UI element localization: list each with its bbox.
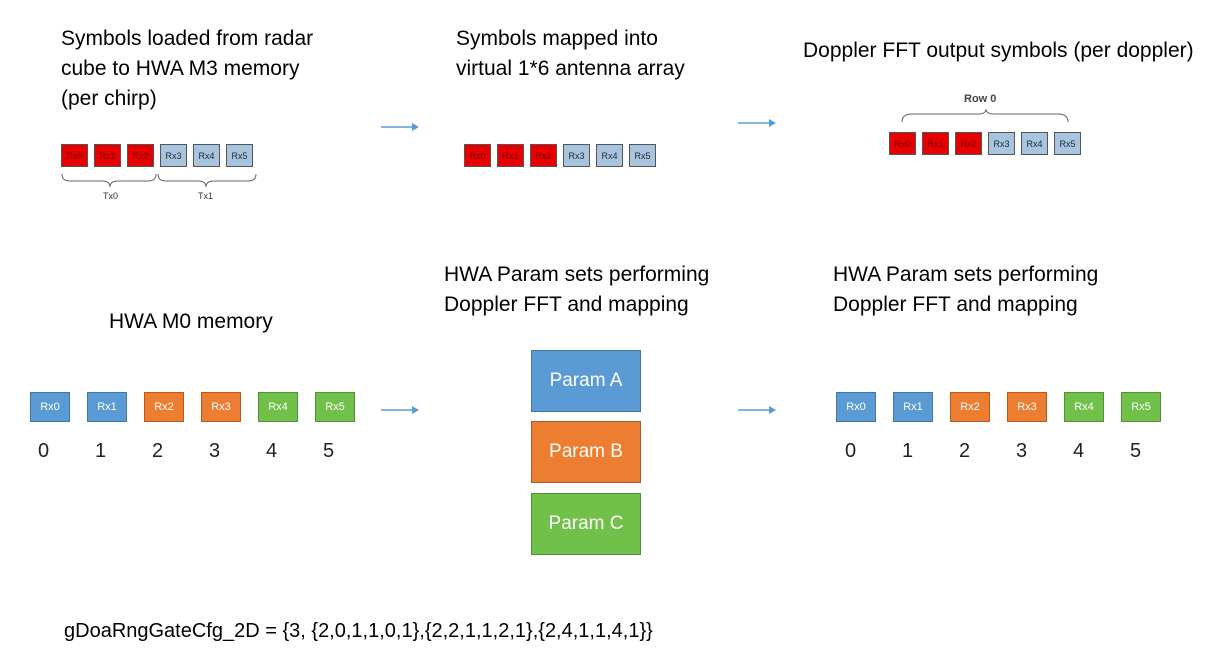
- m0-cell-rx2: Rx2: [144, 392, 184, 422]
- panel1-heading-line2: cube to HWA M3 memory: [61, 57, 300, 80]
- m0-cell-rx3: Rx3: [201, 392, 241, 422]
- panel2-cell-rx1: Rx1: [497, 144, 524, 167]
- panel2-cell-row: Rx0 Rx1 Rx2 Rx3 Rx4 Rx5: [464, 144, 656, 167]
- output-cell-rx2: Rx2: [950, 392, 990, 422]
- panel1-cell-rx0: Rx0: [61, 144, 88, 167]
- m0-cell-rx5: Rx5: [315, 392, 355, 422]
- m0-index-2: 2: [152, 440, 164, 462]
- panel1-group-braces: [61, 173, 257, 188]
- panel2-heading: Symbols mapped into virtual 1*6 antenna …: [456, 24, 685, 84]
- panel2-heading-line1: Symbols mapped into: [456, 27, 658, 50]
- panel1-heading: Symbols loaded from radar cube to HWA M3…: [61, 24, 313, 114]
- arrow-2: [738, 119, 776, 127]
- panel3-cell-rx4: Rx4: [1021, 132, 1048, 155]
- panel2-cell-rx3: Rx3: [563, 144, 590, 167]
- param-a-box: Param A: [531, 350, 641, 412]
- panel3-cell-rx1: Rx1: [922, 132, 949, 155]
- m0-index-4: 4: [266, 440, 278, 462]
- m0-cell-rx0: Rx0: [30, 392, 70, 422]
- output-index-4: 4: [1073, 440, 1085, 462]
- panel1-cell-rx5: Rx5: [226, 144, 253, 167]
- panel1-cell-rx3: Rx3: [160, 144, 187, 167]
- m0-cell-row: Rx0 Rx1 Rx2 Rx3 Rx4 Rx5: [30, 392, 355, 422]
- panel3-cell-rx2: Rx2: [955, 132, 982, 155]
- param-sets-heading: HWA Param sets performing Doppler FFT an…: [444, 260, 709, 320]
- m0-index-row: 0 1 2 3 4 5: [38, 439, 380, 463]
- output-index-5: 5: [1130, 440, 1142, 462]
- panel1-heading-line3: (per chirp): [61, 87, 157, 110]
- output-heading: HWA Param sets performing Doppler FFT an…: [833, 260, 1098, 320]
- output-index-row: 0 1 2 3 4 5: [845, 439, 1187, 463]
- panel2-cell-rx4: Rx4: [596, 144, 623, 167]
- output-index-2: 2: [959, 440, 971, 462]
- panel2-cell-rx0: Rx0: [464, 144, 491, 167]
- panel2-heading-line2: virtual 1*6 antenna array: [456, 57, 685, 80]
- panel3-cell-rx3: Rx3: [988, 132, 1015, 155]
- arrow-3: [381, 406, 419, 414]
- panel1-cell-row: Rx0 Rx1 Rx2 Rx3 Rx4 Rx5: [61, 144, 253, 167]
- output-index-3: 3: [1016, 440, 1028, 462]
- panel2-cell-rx5: Rx5: [629, 144, 656, 167]
- param-sets-heading-line1: HWA Param sets performing: [444, 263, 710, 286]
- output-cell-row: Rx0 Rx1 Rx2 Rx3 Rx4 Rx5: [836, 392, 1161, 422]
- panel3-heading: Doppler FFT output symbols (per doppler): [803, 36, 1194, 66]
- m0-index-5: 5: [323, 440, 335, 462]
- param-c-box: Param C: [531, 493, 641, 555]
- output-heading-line1: HWA Param sets performing: [833, 263, 1099, 286]
- m0-index-0: 0: [38, 440, 50, 462]
- row0-label: Row 0: [964, 93, 997, 105]
- panel3-heading-line1: Doppler FFT output symbols (per doppler): [803, 39, 1194, 62]
- tx1-brace: [157, 173, 257, 188]
- output-index-0: 0: [845, 440, 857, 462]
- panel1-heading-line1: Symbols loaded from radar: [61, 27, 314, 50]
- output-cell-rx5: Rx5: [1121, 392, 1161, 422]
- m0-cell-rx1: Rx1: [87, 392, 127, 422]
- arrow-4: [738, 406, 776, 414]
- param-b-box: Param B: [531, 421, 641, 483]
- tx1-label: Tx1: [198, 191, 214, 201]
- row0-brace: [901, 108, 1069, 123]
- tx0-label: Tx0: [103, 191, 119, 201]
- panel3-cell-row: Rx0 Rx1 Rx2 Rx3 Rx4 Rx5: [889, 132, 1081, 155]
- arrow-1: [381, 123, 419, 131]
- m0-index-1: 1: [95, 440, 107, 462]
- m0-cell-rx4: Rx4: [258, 392, 298, 422]
- m0-memory-heading: HWA M0 memory: [109, 310, 273, 333]
- param-sets-heading-line2: Doppler FFT and mapping: [444, 293, 689, 316]
- output-cell-rx4: Rx4: [1064, 392, 1104, 422]
- panel3-cell-rx0: Rx0: [889, 132, 916, 155]
- m0-index-3: 3: [209, 440, 221, 462]
- output-index-1: 1: [902, 440, 914, 462]
- panel2-cell-rx2: Rx2: [530, 144, 557, 167]
- output-cell-rx3: Rx3: [1007, 392, 1047, 422]
- panel1-cell-rx1: Rx1: [94, 144, 121, 167]
- panel1-cell-rx2: Rx2: [127, 144, 154, 167]
- tx0-brace: [61, 173, 157, 188]
- output-cell-rx1: Rx1: [893, 392, 933, 422]
- panel1-cell-rx4: Rx4: [193, 144, 220, 167]
- doa-range-gate-config: gDoaRngGateCfg_2D = {3, {2,0,1,1,0,1},{2…: [64, 620, 653, 642]
- output-cell-rx0: Rx0: [836, 392, 876, 422]
- panel3-cell-rx5: Rx5: [1054, 132, 1081, 155]
- output-heading-line2: Doppler FFT and mapping: [833, 293, 1078, 316]
